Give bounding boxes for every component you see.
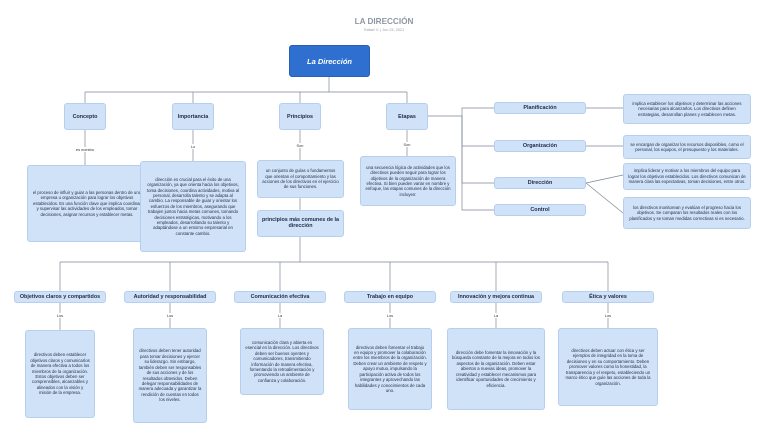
principle-desc-autoridad: directivos deben tener autoridad para to… <box>133 328 207 423</box>
connector-label-etapas: Son <box>402 142 412 147</box>
stage-desc-planificacion: implica establecer los objetivos y deter… <box>623 94 751 124</box>
principle-etica[interactable]: Ética y valores <box>562 291 654 303</box>
principle-innovacion[interactable]: Innovación y mejora continua <box>450 291 542 303</box>
stage-organizacion[interactable]: Organización <box>494 140 586 152</box>
stage-desc-control: los directivos monitorean y evalúan el p… <box>623 197 751 229</box>
connector-label-concepto: es nuestro <box>74 147 96 152</box>
connector-label-trabajo: Los <box>385 313 395 318</box>
principle-comunicacion[interactable]: Comunicación efectiva <box>234 291 326 303</box>
node-etapas[interactable]: Etapas <box>386 103 428 130</box>
desc-importancia: dirección es crucial para el éxito de un… <box>140 161 246 252</box>
principle-autoridad[interactable]: Autoridad y responsabilidad <box>124 291 216 303</box>
principle-desc-etica: directivos deben actuar con ética y ser … <box>558 328 658 406</box>
node-concepto[interactable]: Concepto <box>64 103 106 130</box>
connector-label-objetivos: Los <box>55 313 65 318</box>
principle-desc-objetivos: directivos deben establecer objetivos cl… <box>25 330 95 418</box>
principle-desc-trabajo: directivos deben fomentar el trabajo en … <box>348 328 432 410</box>
page-title: LA DIRECCIÓN <box>354 17 414 26</box>
stage-desc-organizacion: se encargan de organizar los recursos di… <box>623 135 751 159</box>
connector-label-importancia: Lo <box>189 144 197 149</box>
principles-heading: principios más comunes de la dirección <box>257 210 344 237</box>
principle-trabajo-equipo[interactable]: Trabajo en equipo <box>344 291 436 303</box>
stage-planificacion[interactable]: Planificación <box>494 102 586 114</box>
connector-label-etica: Los <box>603 313 613 318</box>
node-importancia[interactable]: Importancia <box>172 103 214 130</box>
node-principios[interactable]: Principios <box>279 103 321 130</box>
connector-label-autoridad: Los <box>165 313 175 318</box>
stage-control[interactable]: Control <box>494 204 586 216</box>
page-subtitle: Rafael V. | Jun 24, 2021 <box>363 28 405 32</box>
stage-desc-direccion: implica liderar y motivar a los miembros… <box>623 163 751 190</box>
principle-desc-innovacion: dirección debe fomentar la innovación y … <box>447 328 545 410</box>
principle-desc-comunicacion: comunicación clara y abierta es esencial… <box>240 328 324 395</box>
connector-label-comunicacion: La <box>276 313 284 318</box>
root-node[interactable]: La Dirección <box>289 45 370 77</box>
desc-etapas: una secuencia lógica de actividades que … <box>360 156 456 206</box>
principle-objetivos[interactable]: Objetivos claros y compartidos <box>14 291 106 303</box>
connector-label-innovacion: La <box>492 313 500 318</box>
desc-principios: un conjunto de guías o fundamentos que o… <box>257 160 344 198</box>
desc-concepto: el proceso de influir y guiar a las pers… <box>27 165 147 242</box>
connector-label-principios: Son <box>295 143 305 148</box>
stage-direccion[interactable]: Dirección <box>494 177 586 189</box>
